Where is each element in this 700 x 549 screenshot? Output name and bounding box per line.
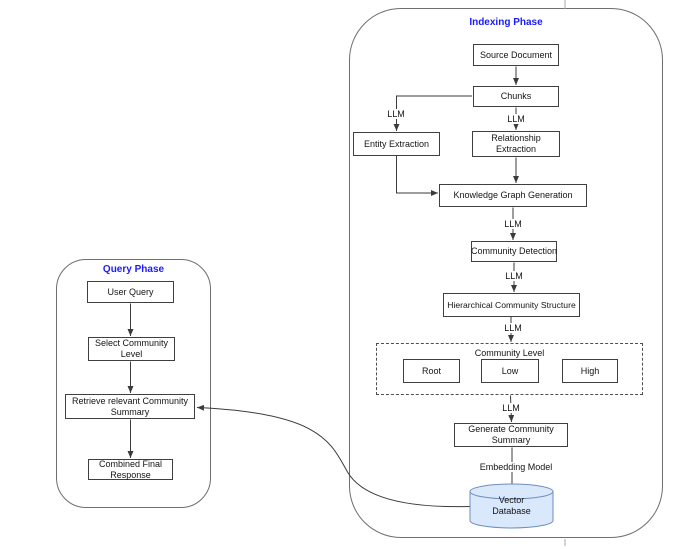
node-select-community-level: Select Community Level: [88, 337, 175, 361]
llm-label-generate-summary: LLM: [500, 403, 522, 413]
query-phase-title: Query Phase: [102, 264, 165, 275]
node-high: High: [562, 359, 618, 383]
llm-label-entity: LLM: [385, 109, 407, 119]
indexing-phase-title: Indexing Phase: [469, 17, 543, 28]
node-user-query: User Query: [87, 281, 174, 303]
llm-label-community-detection: LLM: [502, 219, 524, 229]
node-knowledge-graph-generation: Knowledge Graph Generation: [439, 184, 587, 207]
embedding-model-label: Embedding Model: [477, 462, 555, 472]
node-retrieve-relevant-community-summary: Retrieve relevant Community Summary: [65, 394, 195, 419]
node-root: Root: [403, 359, 460, 383]
node-source-document: Source Document: [473, 44, 559, 66]
node-entity-extraction: Entity Extraction: [353, 132, 440, 156]
node-combined-final-response: Combined Final Response: [88, 459, 173, 480]
node-chunks: Chunks: [473, 86, 559, 107]
vector-database-label: Vector Database: [492, 495, 531, 517]
node-hierarchical-community-structure: Hierarchical Community Structure: [443, 293, 580, 317]
llm-label-community-level: LLM: [502, 323, 524, 333]
community-level-group-label: Community Level: [474, 348, 545, 358]
node-low: Low: [481, 359, 539, 383]
node-generate-community-summary: Generate Community Summary: [454, 423, 568, 447]
node-community-detection: Community Detection: [471, 241, 557, 262]
node-relationship-extraction: Relationship Extraction: [472, 131, 560, 157]
community-level-group: [376, 343, 643, 395]
llm-label-relationship: LLM: [505, 114, 527, 124]
llm-label-hierarchical: LLM: [503, 271, 525, 281]
